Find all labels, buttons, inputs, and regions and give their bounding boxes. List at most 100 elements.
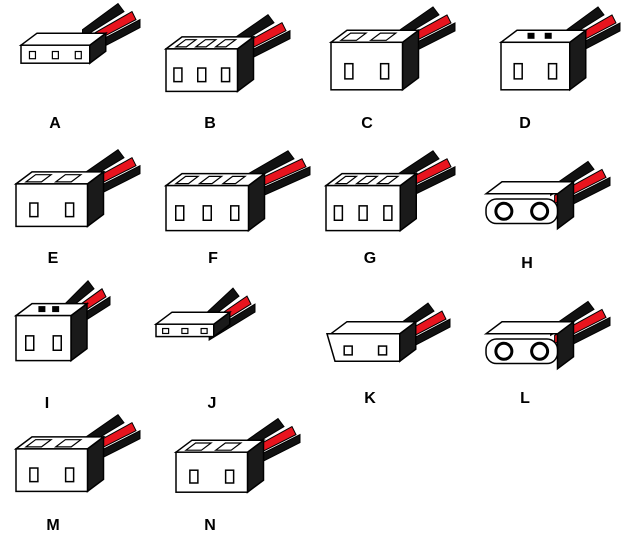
latch-tab: [53, 174, 83, 183]
flat-ribbon-connector-icon: [18, 2, 141, 65]
round-pin-2pin-connector-icon: [483, 160, 611, 231]
connector-label: F: [208, 250, 218, 267]
housing-top: [18, 32, 108, 46]
block-2pin-connector-icon: [498, 6, 621, 92]
pin-socket: [173, 67, 183, 83]
top-window: [544, 32, 552, 39]
housing-top: [498, 29, 588, 44]
latch-tab: [24, 174, 53, 183]
pin-socket: [64, 467, 75, 483]
connector-label: E: [47, 250, 59, 267]
connector-label: B: [204, 115, 216, 132]
latch-tab: [221, 175, 247, 185]
housing-front: [175, 451, 249, 493]
pin-socket: [29, 202, 39, 218]
connector-a: [15, 2, 141, 90]
housing-front: [330, 41, 404, 91]
connector-i: [10, 280, 111, 375]
pin-socket: [29, 467, 39, 483]
connector-label: C: [361, 115, 373, 132]
pin-socket: [530, 201, 550, 221]
housing-front: [15, 448, 89, 493]
connector-h: [480, 160, 611, 240]
connector-b: [160, 14, 291, 105]
connector-j: [150, 287, 256, 355]
connector-label: I: [44, 395, 50, 412]
latched-2pin-shroud-connector-icon: [13, 414, 141, 493]
top-window: [527, 32, 535, 39]
pin-socket: [383, 205, 393, 221]
pin-socket: [530, 341, 550, 361]
connector-m: [10, 414, 141, 505]
latch-tab: [375, 175, 400, 185]
housing-3pin-connector-icon: [163, 150, 311, 233]
pin-socket: [494, 201, 514, 221]
latch-tab: [368, 32, 398, 41]
connector-label: D: [519, 115, 531, 132]
pin-socket: [74, 50, 82, 60]
pin-socket: [513, 62, 523, 80]
flared-2pin-connector-icon: [326, 302, 451, 363]
connector-label: N: [204, 517, 216, 534]
connector-c: [325, 6, 456, 105]
pin-socket: [64, 202, 75, 218]
latch-tab: [197, 175, 224, 185]
pin-socket: [181, 327, 189, 335]
slim-3pin-connector-icon: [153, 287, 256, 341]
connector-label: K: [364, 390, 376, 407]
latch-tab: [354, 175, 379, 185]
pin-socket: [230, 205, 240, 221]
latch-tab: [184, 442, 213, 451]
pin-socket: [51, 50, 59, 60]
pin-socket: [202, 205, 212, 221]
housing-top: [483, 321, 576, 335]
latch-tab: [213, 442, 243, 451]
connector-label: M: [46, 517, 60, 534]
latch-tab: [174, 175, 200, 185]
pin-socket: [377, 345, 388, 356]
pin-socket: [343, 345, 353, 356]
pin-socket: [358, 205, 368, 221]
connector-n: [170, 417, 301, 505]
pin-socket: [162, 327, 170, 335]
pin-socket: [344, 62, 354, 80]
connector-label: L: [520, 390, 530, 407]
pin-socket: [25, 335, 35, 351]
latched-2pin-connector-icon: [328, 6, 456, 92]
pin-socket: [197, 67, 207, 83]
latch-tab: [334, 175, 359, 185]
pin-socket: [52, 335, 62, 351]
housing-front: [15, 183, 89, 228]
latch-tab: [174, 39, 198, 48]
connector-f: [160, 150, 311, 245]
pin-socket: [189, 469, 199, 484]
pin-socket: [224, 469, 235, 484]
housing-front: [15, 314, 72, 362]
round-pin-flange-connector-icon: [483, 300, 611, 371]
connector-k: [325, 302, 451, 370]
pin-socket: [333, 205, 344, 221]
pin-socket: [28, 50, 37, 60]
top-window: [38, 306, 46, 313]
pin-socket: [220, 67, 231, 83]
connector-d: [495, 6, 621, 105]
pin-socket: [547, 62, 558, 80]
housing-front: [500, 41, 571, 91]
connector-e: [10, 149, 141, 240]
latched-housing-connector-icon: [163, 14, 291, 93]
latch-tab: [53, 439, 83, 448]
top-window: [52, 306, 60, 313]
housing-2pin-connector-icon: [13, 149, 141, 228]
housing-top: [328, 320, 418, 335]
connector-label: H: [521, 255, 533, 272]
connector-label: G: [363, 250, 377, 267]
latch-tab: [339, 32, 368, 41]
latch-tab: [213, 39, 238, 48]
pin-socket: [494, 341, 514, 361]
housing-3pin-square-connector-icon: [323, 150, 456, 233]
connector-label: J: [207, 395, 217, 412]
connector-g: [320, 150, 456, 245]
pin-socket: [200, 327, 208, 335]
latched-2pin-shroud-small-connector-icon: [173, 417, 301, 494]
